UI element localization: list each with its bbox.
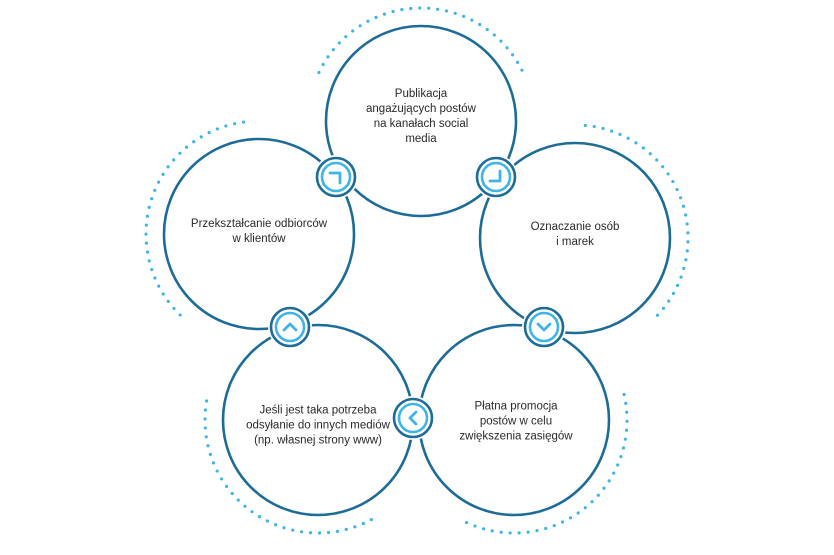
connector-3 <box>391 396 435 440</box>
step-label-przeksztalcanie: Przekształcanie odbiorców w klientów <box>190 218 328 245</box>
step-circle-publikacja <box>324 24 518 218</box>
step-label-platna-promocja: Płatna promocja postów w celu zwiększeni… <box>459 400 573 443</box>
dotted-arc-platna-promocja <box>458 392 629 535</box>
step-circle-przeksztalcanie <box>162 137 356 331</box>
step-circle-oznaczanie <box>478 141 672 335</box>
step-label-publikacja: Publikacja angażujących postów na kanała… <box>366 88 476 145</box>
step-label-odsylanie: Jeśli jest taka potrzeba odsyłanie do in… <box>246 404 390 447</box>
arrow-down-right-icon <box>488 169 502 183</box>
chevron-up-icon <box>282 322 298 332</box>
dotted-arc-oznaczanie <box>583 123 690 323</box>
chevron-down-icon <box>536 322 552 332</box>
connector-2 <box>522 305 566 349</box>
arrow-up-right-icon <box>328 171 342 185</box>
step-label-oznaczanie: Oznaczanie osób i marek <box>530 221 620 248</box>
dotted-arc-przeksztalcanie <box>144 119 253 317</box>
connector-1 <box>474 155 518 199</box>
dotted-arc-odsylanie <box>203 391 373 535</box>
connector-5 <box>314 155 358 199</box>
dotted-arc-publikacja <box>317 6 527 79</box>
connector-4 <box>268 305 312 349</box>
chevron-left-icon <box>408 410 418 426</box>
